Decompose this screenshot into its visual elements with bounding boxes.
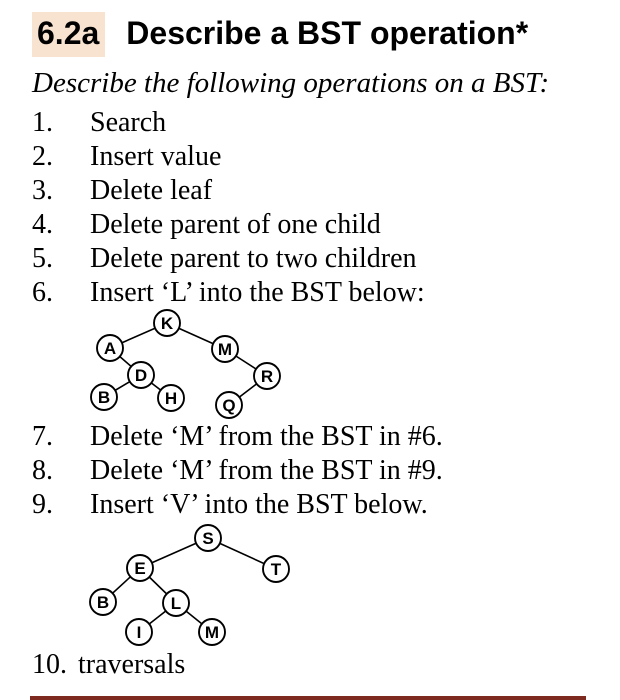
list-item-text: Delete ‘M’ from the BST in #6. xyxy=(90,421,443,452)
tree-node xyxy=(89,588,117,616)
list-item-text: Insert ‘L’ into the BST below: xyxy=(90,277,425,308)
list-item-text: Delete parent of one child xyxy=(90,209,381,240)
list-item: 7. Delete ‘M’ from the BST in #6. xyxy=(32,420,620,454)
tree-node-label: M xyxy=(218,340,232,359)
tree-node xyxy=(198,618,226,646)
tree-node-label: L xyxy=(171,594,181,613)
tree-node xyxy=(126,554,154,582)
bottom-divider-bar xyxy=(30,696,586,700)
tree-node-label: I xyxy=(137,623,142,642)
list-item-number: 5. xyxy=(32,243,53,274)
list-item-text: Delete ‘M’ from the BST in #9. xyxy=(90,455,443,486)
tree-node-label: A xyxy=(104,339,116,358)
bst-diagram-2: S E T B L I M xyxy=(88,524,620,648)
list-item-number: 8. xyxy=(32,455,53,486)
list-item-number: 4. xyxy=(32,209,53,240)
list-item-number: 2. xyxy=(32,141,53,172)
bst-diagram-1-svg: K A M D R B H Q xyxy=(90,309,281,419)
list-item-number: 3. xyxy=(32,175,53,206)
list-item-number: 7. xyxy=(32,421,53,452)
tree-node-label: K xyxy=(161,314,174,333)
tree-node xyxy=(153,309,181,337)
list-item-text: Search xyxy=(90,107,167,138)
bst-diagram-1: K A M D R B H Q xyxy=(88,308,620,420)
list-item: 3. Delete leaf xyxy=(32,174,620,208)
list-item-number: 10. xyxy=(32,649,67,680)
list-item: 8. Delete ‘M’ from the BST in #9. xyxy=(32,454,620,488)
list-item: 2. Insert value xyxy=(32,140,620,174)
subtitle: Describe the following operations on a B… xyxy=(32,67,550,99)
tree-node xyxy=(262,555,290,583)
list-item-text: Delete leaf xyxy=(90,175,213,206)
tree-node xyxy=(96,334,124,362)
tree-node xyxy=(125,618,153,646)
tree-node-label: E xyxy=(134,559,145,578)
tree-node xyxy=(194,524,222,552)
page-title: 6.2a Describe a BST operation* xyxy=(32,12,620,57)
list-item: 9. Insert ‘V’ into the BST below. xyxy=(32,488,620,522)
tree-node xyxy=(211,335,239,363)
tree-node xyxy=(157,384,185,412)
section-number-highlight: 6.2a xyxy=(32,12,106,57)
tree-node-label: D xyxy=(135,366,147,385)
list-item-number: 1. xyxy=(32,107,53,138)
tree-node-label: B xyxy=(97,593,109,612)
tree-node-label: B xyxy=(98,388,110,407)
list-item-number: 6. xyxy=(32,277,53,308)
tree-node xyxy=(90,383,118,411)
operations-list: 1. Search 2. Insert value 3. Delete leaf 4.… xyxy=(32,106,620,682)
tree-node-label: H xyxy=(165,389,177,408)
list-item-number: 9. xyxy=(32,489,53,520)
list-item: 4. Delete parent of one child xyxy=(32,208,620,242)
list-item-text: Insert value xyxy=(90,141,222,172)
bst-diagram-2-svg: S E T B L I M xyxy=(89,524,290,646)
page-title-text: Describe a BST operation* xyxy=(126,15,529,51)
tree-node-label: S xyxy=(202,529,213,548)
tree-node xyxy=(127,361,155,389)
list-item-text: Insert ‘V’ into the BST below. xyxy=(90,489,428,520)
list-item: 1. Search xyxy=(32,106,620,140)
tree-node-label: Q xyxy=(222,396,235,415)
tree-node-label: T xyxy=(271,560,282,579)
list-item: 6. Insert ‘L’ into the BST below: xyxy=(32,276,620,310)
list-item: 10. traversals xyxy=(32,648,620,682)
tree-node xyxy=(253,362,281,390)
tree-node-label: R xyxy=(261,367,273,386)
list-item: 5. Delete parent to two children xyxy=(32,242,620,276)
tree-node xyxy=(215,391,243,419)
list-item-text: traversals xyxy=(78,649,186,680)
list-item-text: Delete parent to two children xyxy=(90,243,417,274)
tree-node xyxy=(162,589,190,617)
tree-node-label: M xyxy=(205,623,219,642)
